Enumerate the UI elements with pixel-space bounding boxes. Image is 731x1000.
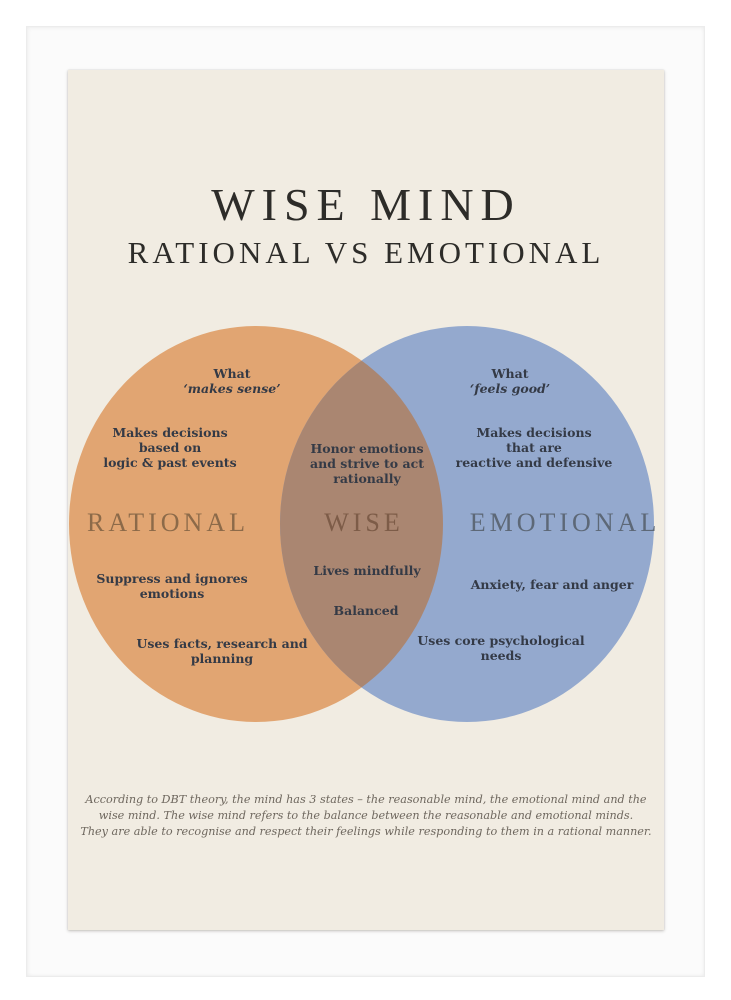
emotional-label: EMOTIONAL	[469, 508, 661, 537]
emotional-core-text: Uses core psychological needs	[417, 633, 584, 663]
wise-balanced-text: Balanced	[334, 603, 399, 618]
rational-what-line2: ‘makes sense’	[183, 381, 281, 396]
rational-suppress-line2: emotions	[139, 586, 205, 601]
rational-facts-line1: Uses facts, research and	[136, 636, 308, 651]
emotional-anxiety-text: Anxiety, fear and anger	[471, 577, 634, 592]
wise-label: WISE	[324, 508, 404, 537]
rational-suppress-line1: Suppress and ignores	[96, 571, 248, 586]
rational-label: RATIONAL	[87, 508, 249, 537]
rational-decisions-line3: logic & past events	[103, 455, 237, 470]
footer-line3: They are able to recognise and respect t…	[80, 825, 652, 838]
wise-honor-text: Honor emotions and strive to act rationa…	[310, 441, 424, 486]
poster-subtitle: RATIONAL VS EMOTIONAL	[127, 235, 605, 270]
emotional-core-line2: needs	[480, 648, 522, 663]
emotional-what-line1: What	[491, 366, 529, 381]
wise-honor-line2: and strive to act	[310, 456, 424, 471]
poster-title: WISE MIND	[211, 179, 521, 230]
rational-what-text: What ‘makes sense’	[183, 366, 280, 396]
venn-diagram	[69, 326, 654, 722]
emotional-decisions-text: Makes decisions that are reactive and de…	[456, 425, 613, 470]
rational-decisions-line2: based on	[138, 440, 202, 455]
wise-lives-line: Lives mindfully	[313, 563, 421, 578]
wise-honor-line1: Honor emotions	[310, 441, 424, 456]
footer-line2: wise mind. The wise mind refers to the b…	[98, 809, 634, 822]
emotional-decisions-line3: reactive and defensive	[455, 455, 613, 470]
rational-decisions-line1: Makes decisions	[112, 425, 228, 440]
emotional-decisions-line1: Makes decisions	[476, 425, 592, 440]
rational-decisions-text: Makes decisions based on logic & past ev…	[103, 425, 236, 470]
wise-lives-text: Lives mindfully	[313, 563, 420, 578]
wise-honor-line3: rationally	[333, 471, 401, 486]
wise-balanced-line: Balanced	[333, 603, 399, 618]
rational-facts-text: Uses facts, research and planning	[136, 636, 307, 666]
emotional-decisions-line2: that are	[506, 440, 562, 455]
emotional-what-line2: ‘feels good’	[469, 381, 551, 396]
emotional-what-text: What ‘feels good’	[470, 366, 550, 396]
rational-what-line1: What	[213, 366, 251, 381]
footer-line1: According to DBT theory, the mind has 3 …	[85, 793, 647, 806]
footer-description: According to DBT theory, the mind has 3 …	[80, 792, 651, 840]
rational-suppress-text: Suppress and ignores emotions	[96, 571, 247, 601]
poster: WISE MIND RATIONAL VS EMOTIONAL What ‘ma…	[68, 70, 664, 930]
wise-overlap-lens	[280, 326, 443, 722]
rational-facts-line2: planning	[190, 651, 254, 666]
emotional-core-line1: Uses core psychological	[417, 633, 585, 648]
emotional-anxiety-line: Anxiety, fear and anger	[470, 577, 634, 592]
